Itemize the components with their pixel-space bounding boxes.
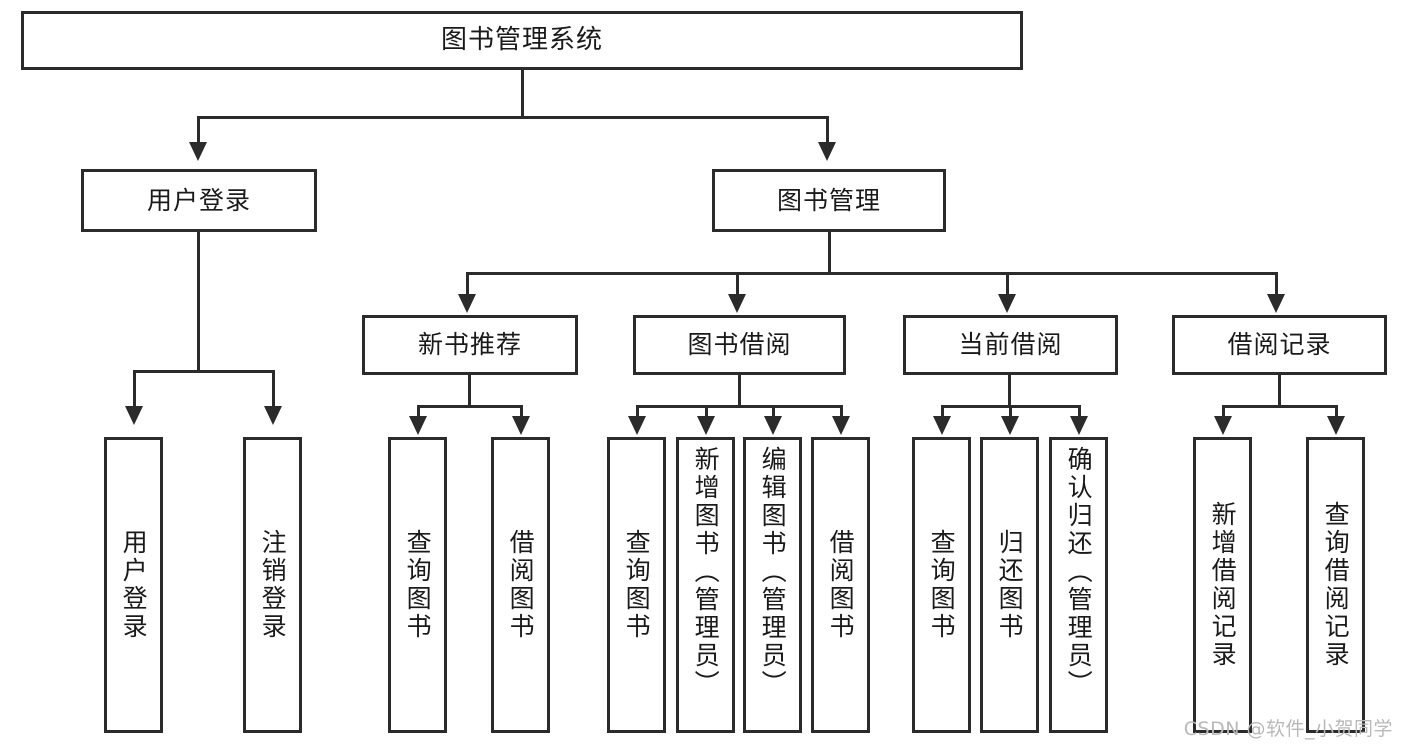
leaf-add-book[interactable]: 新增图书（管理员）: [676, 437, 735, 733]
arrowhead-leaf-borrow-book-1: [512, 416, 530, 435]
arrowhead-leaf-query-record: [1327, 416, 1345, 435]
connector-book-management-stem: [828, 232, 831, 274]
connector-user-login-bus: [133, 370, 275, 373]
node-label: 确认归还（管理员）: [1064, 446, 1094, 698]
connector-root-bus: [197, 116, 828, 119]
node-label: 借阅记录: [1227, 330, 1332, 360]
csdn-watermark: CSDN @软件_小贺同学: [1183, 718, 1393, 740]
connector-cb-stem: [1008, 375, 1011, 407]
leaf-edit-book[interactable]: 编辑图书（管理员）: [743, 437, 802, 733]
arrowhead-user-login: [189, 142, 207, 161]
node-label: 用户登录: [146, 185, 251, 215]
arrowhead-leaf-edit-book: [764, 416, 782, 435]
arrowhead-leaf-query-book-2: [628, 416, 646, 435]
connector-bm-drop-4: [1275, 272, 1278, 300]
node-user-login[interactable]: 用户登录: [81, 169, 317, 232]
node-new-book-recommend[interactable]: 新书推荐: [362, 315, 578, 375]
connector-user-login-drop-1: [133, 370, 136, 410]
connector-br-drop-2: [1335, 405, 1338, 425]
arrowhead-leaf-query-book-3: [933, 416, 951, 435]
leaf-query-book-1[interactable]: 查询图书: [388, 437, 447, 733]
connector-root-to-user-login: [197, 116, 200, 146]
node-label: 查询图书: [927, 529, 957, 641]
leaf-query-book-2[interactable]: 查询图书: [607, 437, 666, 733]
connector-bb-drop-3: [772, 405, 775, 425]
connector-cb-drop-1: [941, 405, 944, 425]
connector-nbr-stem: [468, 375, 471, 407]
connector-br-bus: [1222, 405, 1338, 408]
leaf-borrow-book-2[interactable]: 借阅图书: [811, 437, 870, 733]
arrowhead-leaf-user-logout: [264, 406, 282, 425]
node-label: 归还图书: [995, 529, 1025, 641]
arrowhead-new-book-recommend: [458, 294, 476, 313]
connector-bb-drop-1: [636, 405, 639, 425]
leaf-query-book-3[interactable]: 查询图书: [912, 437, 971, 733]
connector-bb-drop-4: [840, 405, 843, 425]
arrowhead-book-management: [818, 142, 836, 161]
node-label: 借阅图书: [506, 529, 536, 641]
leaf-return-book[interactable]: 归还图书: [980, 437, 1039, 733]
connector-root-to-book-management: [826, 116, 829, 146]
connector-br-drop-1: [1222, 405, 1225, 425]
node-label: 新增借阅记录: [1208, 501, 1238, 669]
node-label: 查询借阅记录: [1321, 501, 1351, 669]
connector-book-management-bus: [466, 272, 1278, 275]
leaf-confirm-return[interactable]: 确认归还（管理员）: [1049, 437, 1108, 733]
leaf-borrow-book-1[interactable]: 借阅图书: [491, 437, 550, 733]
leaf-user-logout[interactable]: 注销登录: [243, 437, 302, 733]
node-label: 借阅图书: [826, 529, 856, 641]
connector-cb-drop-2: [1009, 405, 1012, 425]
connector-nbr-drop-2: [520, 405, 523, 425]
arrowhead-leaf-add-book: [697, 416, 715, 435]
connector-nbr-bus: [417, 405, 523, 408]
leaf-query-record[interactable]: 查询借阅记录: [1306, 437, 1365, 733]
arrowhead-leaf-borrow-book-2: [832, 416, 850, 435]
node-label: 新书推荐: [417, 330, 522, 360]
connector-root-stem: [521, 70, 524, 118]
connector-bm-drop-3: [1006, 272, 1009, 300]
node-label: 用户登录: [119, 529, 149, 641]
arrowhead-current-borrow: [998, 294, 1016, 313]
connector-user-login-stem: [197, 232, 200, 372]
node-label: 编辑图书（管理员）: [758, 446, 788, 698]
connector-br-stem: [1278, 375, 1281, 407]
connector-nbr-drop-1: [417, 405, 420, 425]
node-label: 当前借阅: [958, 330, 1063, 360]
node-current-borrow[interactable]: 当前借阅: [903, 315, 1118, 375]
arrowhead-borrow-record: [1267, 294, 1285, 313]
node-label: 图书管理: [776, 185, 881, 215]
connector-bb-bus: [636, 405, 843, 408]
node-borrow-record[interactable]: 借阅记录: [1172, 315, 1387, 375]
node-label: 图书管理系统: [440, 25, 603, 56]
leaf-user-login[interactable]: 用户登录: [104, 437, 163, 733]
node-book-management[interactable]: 图书管理: [712, 169, 946, 232]
leaf-add-record[interactable]: 新增借阅记录: [1193, 437, 1252, 733]
node-root-system[interactable]: 图书管理系统: [21, 11, 1023, 70]
connector-bm-drop-2: [736, 272, 739, 300]
connector-bb-stem: [738, 375, 741, 407]
arrowhead-leaf-return-book: [1001, 416, 1019, 435]
arrowhead-leaf-query-book-1: [409, 416, 427, 435]
arrowhead-book-borrow: [728, 294, 746, 313]
node-label: 查询图书: [403, 529, 433, 641]
node-label: 注销登录: [258, 529, 288, 641]
connector-user-login-drop-2: [272, 370, 275, 410]
connector-cb-drop-3: [1078, 405, 1081, 425]
connector-bm-drop-1: [466, 272, 469, 300]
node-book-borrow[interactable]: 图书借阅: [633, 315, 846, 375]
node-label: 图书借阅: [687, 330, 792, 360]
node-label: 新增图书（管理员）: [691, 446, 721, 698]
connector-bb-drop-2: [705, 405, 708, 425]
arrowhead-leaf-add-record: [1214, 416, 1232, 435]
node-label: 查询图书: [622, 529, 652, 641]
arrowhead-leaf-confirm-return: [1070, 416, 1088, 435]
arrowhead-leaf-user-login: [125, 406, 143, 425]
